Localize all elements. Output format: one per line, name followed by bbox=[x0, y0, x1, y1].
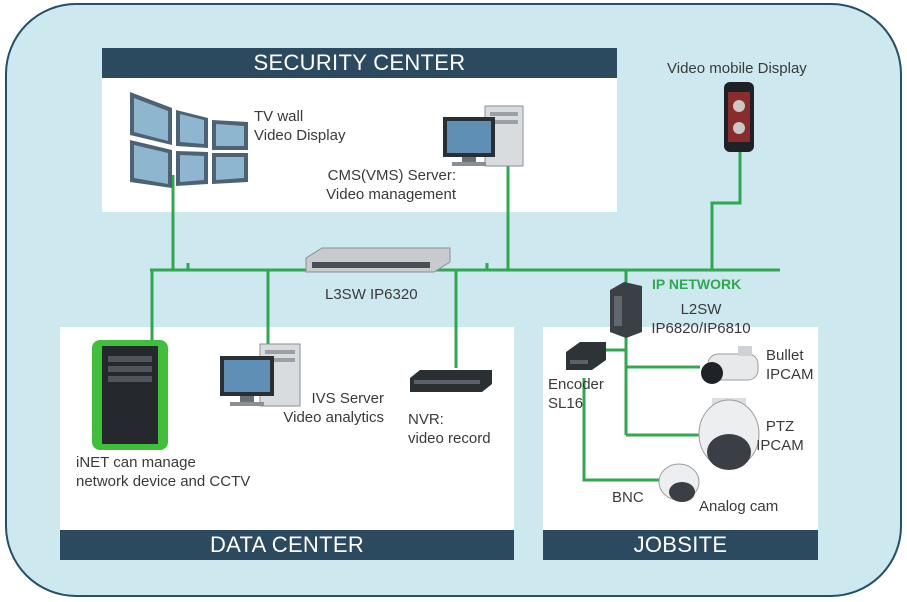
bullet-camera-icon bbox=[701, 346, 759, 384]
encoder-icon bbox=[566, 342, 606, 370]
ip-network-label: IP NETWORK bbox=[652, 276, 742, 292]
ptz-camera-label: PTZ IPCAM bbox=[756, 418, 804, 454]
nvr-icon bbox=[410, 370, 492, 392]
network-links bbox=[150, 150, 780, 482]
bullet-camera-label: Bullet IPCAM bbox=[766, 347, 814, 383]
cms-server-label: CMS(VMS) Server: Video management bbox=[326, 167, 456, 203]
analog-camera-label: Analog cam bbox=[699, 498, 779, 515]
data-center-title: DATA CENTER bbox=[60, 530, 514, 560]
encoder-label: Encoder SL16 bbox=[548, 376, 604, 412]
l3-switch-icon bbox=[305, 247, 451, 273]
inet-label: iNET can manage network device and CCTV bbox=[76, 454, 251, 490]
mobile-phone-icon bbox=[724, 82, 754, 152]
tv-wall-icon bbox=[130, 92, 248, 188]
ivs-server-label: IVS Server Video analytics bbox=[283, 390, 384, 426]
cms-server-icon bbox=[443, 105, 524, 167]
bnc-label: BNC bbox=[612, 489, 644, 506]
ptz-camera-icon bbox=[698, 398, 760, 470]
l2-switch-icon bbox=[610, 282, 642, 338]
mobile-label: Video mobile Display bbox=[667, 60, 807, 77]
tv-wall-label: TV wall Video Display bbox=[254, 108, 346, 144]
link-mobile bbox=[710, 150, 742, 270]
l2-switch-label: L2SW IP6820/IP6810 bbox=[651, 301, 751, 337]
jobsite-title: JOBSITE bbox=[543, 530, 818, 560]
security-center-title: SECURITY CENTER bbox=[102, 48, 617, 78]
inet-server-icon bbox=[92, 340, 168, 450]
link-bnc bbox=[582, 378, 663, 482]
ivs-server-icon bbox=[220, 343, 301, 407]
nvr-label: NVR: video record bbox=[408, 411, 491, 447]
l3-switch-label: L3SW IP6320 bbox=[325, 286, 418, 303]
analog-camera-icon bbox=[658, 463, 700, 502]
